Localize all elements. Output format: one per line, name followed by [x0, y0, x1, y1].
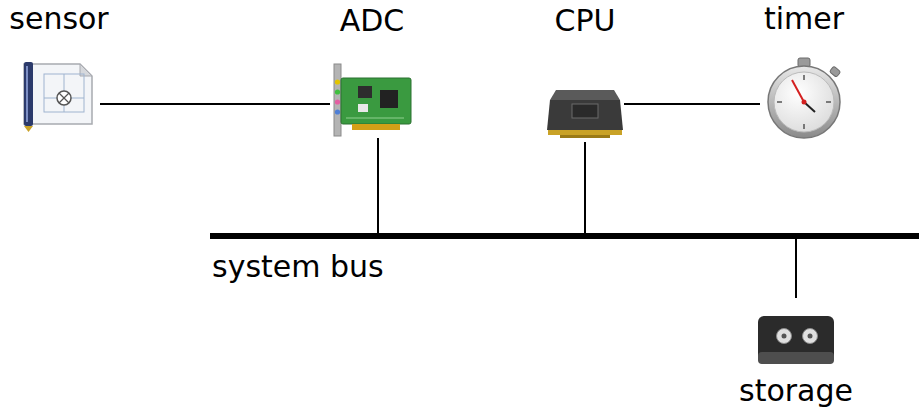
adc-card-icon: [334, 64, 411, 136]
cpu-chip-icon: [547, 90, 623, 138]
cpu-node: CPU: [546, 84, 624, 142]
component-label: ADC: [340, 4, 405, 39]
timer-node: timer: [760, 56, 848, 142]
wire: [377, 138, 379, 233]
wire: [100, 103, 330, 105]
system-bus: system bus: [210, 233, 919, 239]
component-label: CPU: [555, 4, 616, 39]
storage-node: storage: [752, 298, 840, 368]
storage-drive-icon: [758, 316, 834, 364]
wire: [584, 142, 586, 233]
component-label: timer: [764, 2, 844, 37]
component-label: system bus: [212, 250, 384, 285]
wire: [624, 103, 760, 105]
component-label: sensor: [9, 2, 108, 37]
sensor-node: sensor: [18, 60, 100, 130]
stopwatch-icon: [768, 58, 841, 138]
wire: [795, 239, 797, 298]
component-label: storage: [739, 374, 853, 409]
adc-node: ADC: [330, 62, 414, 138]
sensor-icon: [24, 62, 92, 132]
